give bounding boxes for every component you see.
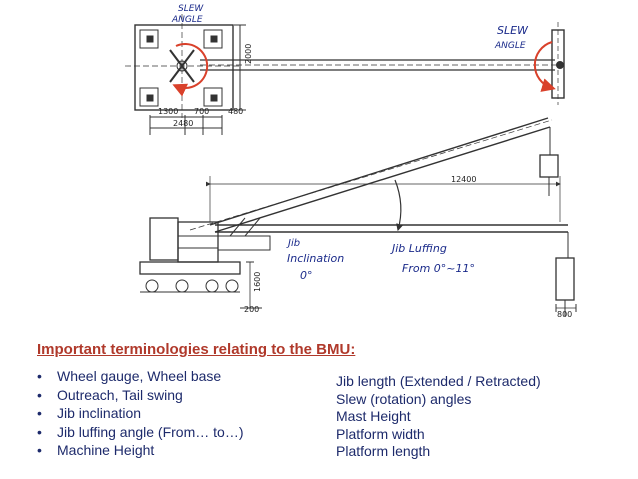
- plan-base: [134, 24, 234, 111]
- slew-angle-right-line2: ANGLE: [494, 41, 526, 51]
- term-item: Slew (rotation) angles: [336, 390, 472, 407]
- term-item: Machine Height: [37, 441, 243, 460]
- machine-cabin: [149, 217, 179, 261]
- dim-800: 800: [557, 310, 572, 319]
- jib-inclination-line2: Inclination: [287, 252, 344, 265]
- plan-view: [125, 14, 565, 135]
- dim-1600: 1600: [253, 272, 262, 292]
- bmu-engineering-drawing: 1300 700 480 2480 2000 SLEW ANGLE SLEW A…: [125, 4, 577, 319]
- wheel: [225, 279, 239, 293]
- elevation-jib-upper: [209, 117, 549, 226]
- dim-200: 200: [244, 305, 259, 314]
- slew-arrow-left: [172, 43, 209, 97]
- term-item: Outreach, Tail swing: [37, 386, 243, 405]
- term-item: Jib length (Extended / Retracted): [336, 373, 541, 389]
- jib-inclination-line3: 0°: [300, 269, 313, 282]
- wheel: [205, 279, 219, 293]
- dim-2480: 2480: [173, 119, 193, 128]
- machine-chassis: [139, 261, 241, 275]
- dim-700: 700: [194, 107, 209, 116]
- wheel: [175, 279, 189, 293]
- term-item: Jib luffing angle (From… to…): [37, 423, 243, 442]
- platform-upper: [539, 154, 559, 178]
- terminology-list-left: Wheel gauge, Wheel base Outreach, Tail s…: [37, 367, 243, 460]
- terminology-list-right: Jib length (Extended / Retracted) Slew (…: [336, 373, 541, 461]
- slew-angle-right-line1: SLEW: [497, 24, 529, 37]
- elevation-view: [139, 117, 577, 316]
- jib-inclination-line1: Jib: [286, 238, 300, 249]
- term-item: Mast Height: [336, 408, 411, 424]
- wheel: [145, 279, 159, 293]
- term-item: Wheel gauge, Wheel base: [37, 367, 243, 386]
- platform-lower: [555, 257, 575, 301]
- dim-2000: 2000: [244, 44, 253, 64]
- slew-arrow-right: [533, 41, 556, 92]
- slew-angle-left-line2: ANGLE: [171, 15, 203, 25]
- terminology-heading: Important terminologies relating to the …: [37, 341, 356, 358]
- dim-480: 480: [228, 107, 243, 116]
- dim-1300: 1300: [158, 107, 178, 116]
- term-item: Platform length: [336, 443, 431, 459]
- jib-luffing-line1: Jib Luffing: [390, 242, 447, 255]
- slew-arrows: [172, 41, 556, 97]
- jib-luffing-line2: From 0°~11°: [402, 262, 475, 275]
- slew-angle-left-line1: SLEW: [178, 4, 204, 14]
- term-item: Platform width: [336, 425, 425, 442]
- term-item: Jib inclination: [37, 404, 243, 423]
- dim-12400: 12400: [451, 175, 476, 184]
